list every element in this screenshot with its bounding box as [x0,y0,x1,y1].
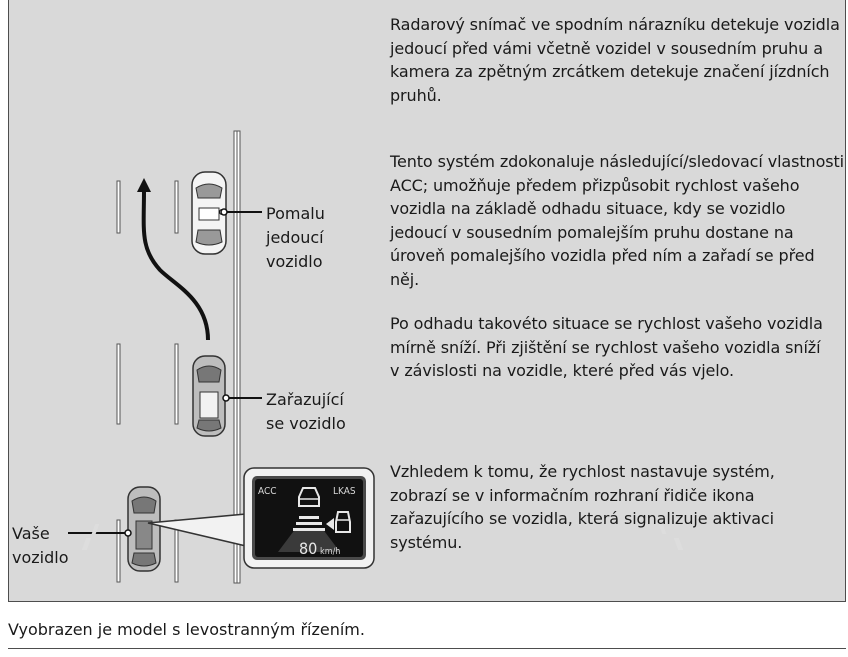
bottom-divider [8,648,846,649]
merging-vehicle-car [192,355,226,437]
paragraph-detection: Radarový snímač ve spodním nárazníku det… [390,15,840,105]
your-vehicle-label-line2: vozidlo [12,548,69,567]
your-vehicle-car [127,486,161,572]
display-speed-value: 80 [299,539,317,558]
caption-model-note: Vyobrazen je model s levostranným řízení… [8,620,365,639]
merging-vehicle-label: Zařazující se vozidlo [266,388,346,436]
driver-info-display [81,467,684,569]
paragraph-estimation: Po odhadu takovéto situace se rychlost v… [390,314,823,380]
display-speed-unit: km/h [320,547,340,557]
display-acc-text: ACC [258,486,277,497]
slow-vehicle-car [191,171,227,255]
display-callout-pointer [147,513,247,547]
slow-vehicle-label: Pomalu jedoucí vozidlo [266,202,325,274]
arrow-head [137,178,151,192]
display-lkas-text: LKAS [333,486,356,497]
trajectory-arrow [141,189,210,341]
merging-vehicle-label-line2: se vozidlo [266,414,346,433]
your-vehicle-label: Vaše vozidlo [12,522,69,570]
paragraph-improvement: Tento systém zdokonaluje následující/sle… [390,152,845,289]
merging-vehicle-label-line1: Zařazující [266,390,344,409]
slow-vehicle-label-line1: Pomalu [266,204,325,223]
your-vehicle-label-line1: Vaše [12,524,50,543]
slow-vehicle-label-line3: vozidlo [266,252,323,271]
slow-vehicle-label-line2: jedoucí [266,228,324,247]
paragraph-display: Vzhledem k tomu, že rychlost nastavuje s… [390,462,775,552]
